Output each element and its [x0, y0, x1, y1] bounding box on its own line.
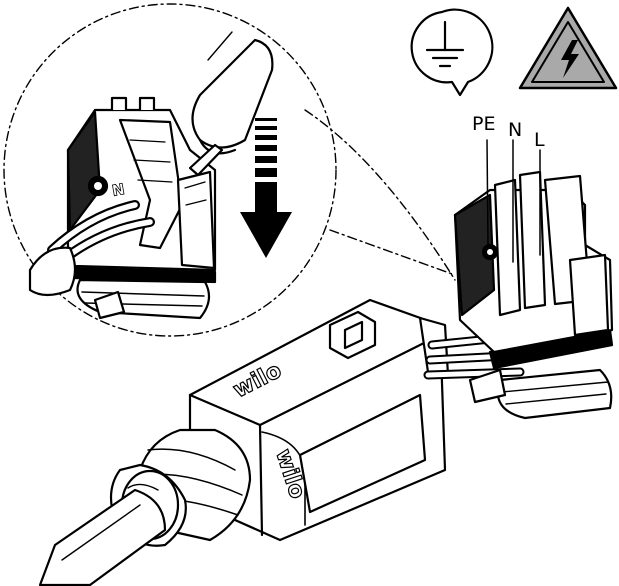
label-pe: PE — [472, 113, 495, 135]
terminal-label-n: N — [111, 180, 126, 200]
label-n: N — [508, 119, 522, 141]
label-l: L — [534, 129, 545, 151]
push-down-arrow-icon — [240, 118, 292, 258]
electrical-hazard-warning-icon — [518, 6, 618, 90]
terminal-block — [453, 170, 614, 420]
zoomed-terminal-block — [28, 31, 274, 320]
label-leaders — [486, 139, 541, 263]
power-cable — [38, 488, 167, 586]
connector-housing — [188, 298, 450, 542]
zoom-callout — [3, 3, 456, 337]
protective-earth-ground-icon — [410, 8, 494, 97]
